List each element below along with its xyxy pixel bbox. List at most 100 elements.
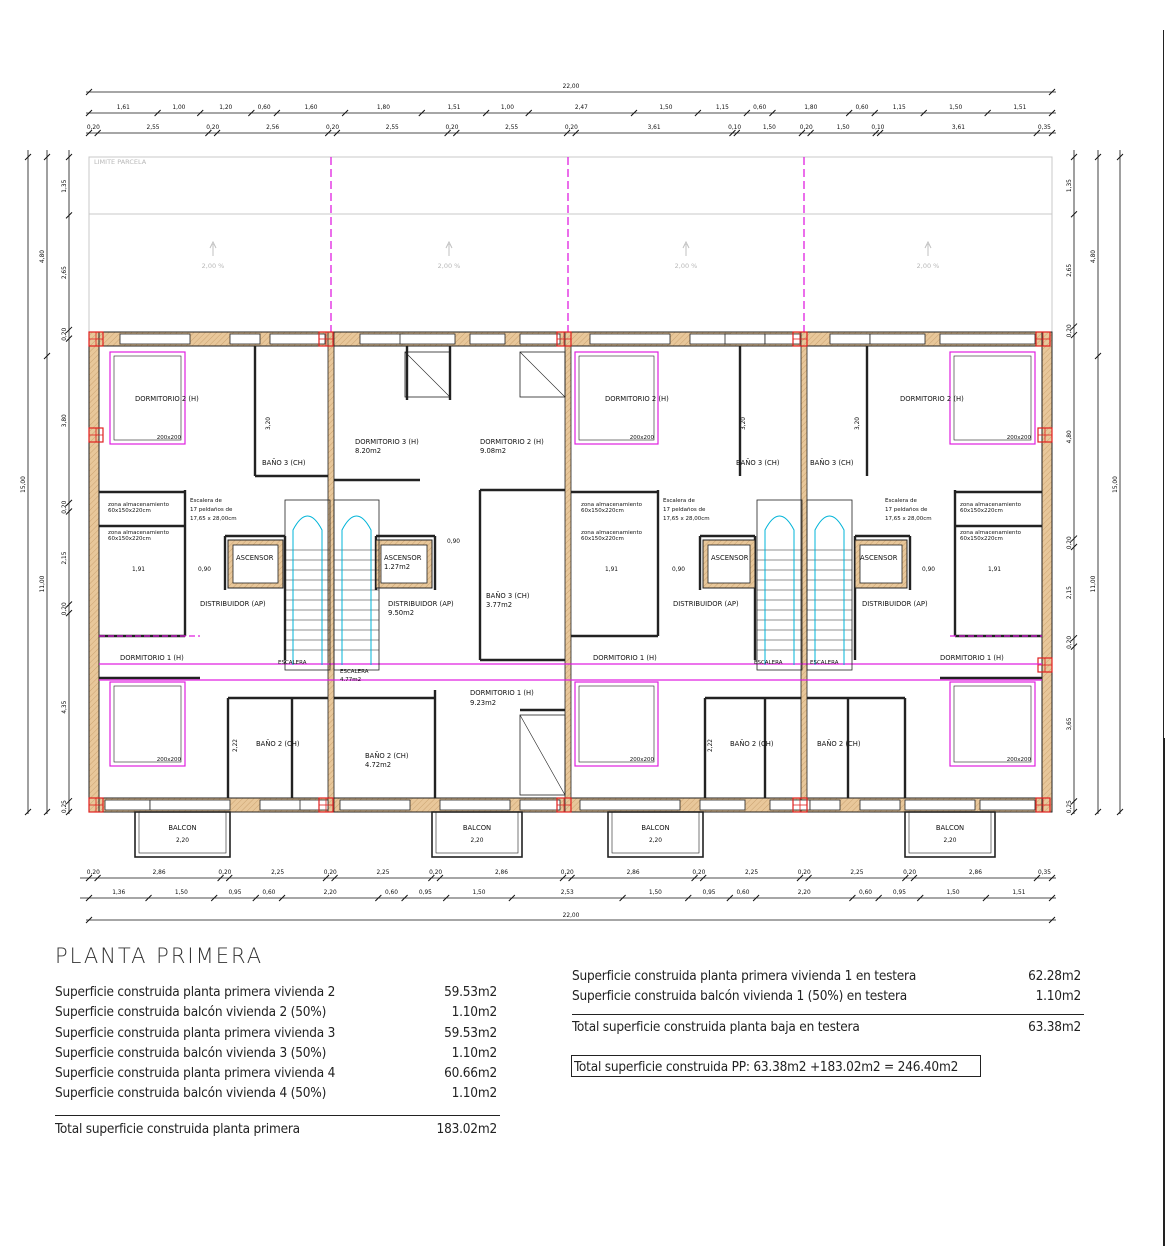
- dim-tick: [247, 109, 255, 117]
- dim-tick: [1070, 798, 1078, 805]
- legend-right-total: Total superficie construida planta baja …: [572, 1017, 1081, 1037]
- bottom-dim-label: 0,20: [87, 868, 100, 876]
- dim-tick: [916, 894, 924, 902]
- left-dim-label: 11,00: [38, 575, 46, 592]
- dim-tick: [452, 129, 460, 137]
- label-dormitorio3-u2-area: 8.20m2: [355, 447, 381, 455]
- balcony: [134, 811, 231, 858]
- row-label: Superficie construida balcón vivienda 1 …: [572, 988, 908, 1005]
- top-dim-label: 1,80: [804, 103, 817, 111]
- balcony-inner: [138, 811, 227, 854]
- top-dim-label: 0,10: [728, 123, 741, 131]
- bottom-dim-label: 2,53: [561, 888, 574, 896]
- label-escalera-u1: ESCALERA: [278, 660, 307, 666]
- bed: [949, 681, 1036, 767]
- right-dim-label: 15,00: [1111, 476, 1119, 493]
- stair-flight: [806, 499, 853, 671]
- dim-090-u2: 0,90: [447, 537, 460, 545]
- dim-tick: [920, 109, 928, 117]
- label-dormitorio1-u2-area: 9.23m2: [470, 699, 496, 707]
- label-dormitorio2-u2-area: 9.08m2: [480, 447, 506, 455]
- right-dim-label: 2,15: [1065, 586, 1073, 599]
- facade-windows: [88, 331, 1053, 813]
- sheet-frame-line-thick: [1163, 738, 1165, 1246]
- label-dormitorio2-u3: DORMITORIO 2 (H): [605, 395, 669, 403]
- label-dormitorio3-u2: DORMITORIO 3 (H): [355, 438, 419, 446]
- dim-tick: [43, 153, 51, 161]
- dim-tick: [872, 129, 880, 137]
- top-dim-label: 0,60: [258, 103, 271, 111]
- dim-tick: [807, 129, 814, 137]
- window: [869, 333, 926, 345]
- stair-note-u1-l1: Escalera de: [190, 498, 223, 504]
- bottom-dimension-ticks: [85, 874, 1056, 902]
- bed-fold: [404, 351, 451, 398]
- left-dim-label: 0,25: [60, 800, 68, 813]
- magenta-section-lines: [99, 663, 1042, 681]
- top-dim-label: 1,51: [447, 103, 460, 111]
- window: [809, 799, 841, 811]
- total-value: 183.02m2: [436, 1121, 498, 1137]
- dim-tick: [559, 874, 567, 882]
- left-dim-label: 2,15: [60, 551, 68, 564]
- balcony: [904, 811, 996, 858]
- label-bano2-u2-area: 4.72m2: [365, 761, 391, 769]
- bottom-dim-label: 0,95: [228, 888, 241, 896]
- total-label: Total superficie construida planta prime…: [55, 1121, 300, 1137]
- bed: [949, 351, 1036, 445]
- legend-right-rule: [572, 1014, 1084, 1015]
- dim-tick: [798, 129, 806, 137]
- left-dim-label: 0,20: [60, 602, 68, 615]
- stair-note-u4-l1: Escalera de: [885, 498, 918, 504]
- dim-090-u3: 0,90: [672, 565, 685, 573]
- dim-tick: [428, 874, 435, 882]
- dim-tick: [374, 894, 382, 902]
- dim-tick: [1116, 153, 1124, 161]
- label-ascensor-u2: ASCENSOR: [384, 554, 422, 562]
- dim-tick: [982, 894, 990, 902]
- dim-tick: [1048, 109, 1056, 117]
- dim-tick: [65, 153, 73, 161]
- legend-left-row: Superficie construida balcón vivienda 4 …: [55, 1083, 497, 1103]
- dim-090-u4: 0,90: [922, 565, 935, 573]
- dim-tick: [444, 129, 451, 137]
- right-dim-label: 2,65: [1065, 264, 1073, 277]
- dim-tick: [205, 129, 212, 137]
- label-bano3-u2: BAÑO 3 (CH): [486, 591, 530, 600]
- legend-left-row: Superficie construida planta primera viv…: [55, 1063, 497, 1083]
- dim-tick: [684, 894, 692, 902]
- label-dormitorio1-u4: DORMITORIO 1 (H): [940, 654, 1004, 662]
- dim-tick: [94, 874, 101, 882]
- top-dim-label: 0,20: [800, 123, 813, 131]
- top-dim-label: 0,20: [565, 123, 578, 131]
- balcony-label: BALCON: [463, 824, 491, 832]
- dim-tick: [726, 894, 734, 902]
- total-value: 63.38m2: [1028, 1019, 1081, 1035]
- bed-mattress: [578, 685, 655, 763]
- row-label: Superficie construida balcón vivienda 4 …: [55, 1085, 327, 1102]
- dim-tick: [24, 808, 32, 816]
- stair-note-u1-l2: 17 peldaños de: [190, 507, 233, 513]
- dim-tick: [43, 808, 51, 816]
- label-ascensor-u3: ASCENSOR: [711, 554, 749, 562]
- label-ascensor-u1: ASCENSOR: [236, 554, 274, 562]
- right-dim-label: 3,65: [1065, 717, 1073, 730]
- bed: [574, 681, 659, 767]
- top-dim-label: 0,10: [871, 123, 884, 131]
- legend-left: Superficie construida planta primera viv…: [55, 982, 497, 1104]
- dim-tick: [65, 499, 73, 507]
- bottom-dim-label: 0,20: [218, 868, 231, 876]
- closet-dim-u4b: 60x150x220cm: [960, 536, 1003, 542]
- bed-fold: [519, 351, 566, 398]
- dim-tick: [752, 894, 760, 902]
- right-dim-label: 1,35: [1065, 179, 1073, 192]
- row-value: 1.10m2: [451, 1085, 498, 1102]
- closet-dim-u1a: 60x150x220cm: [108, 508, 151, 514]
- balcony: [431, 811, 523, 858]
- total-width-top: 22,00: [563, 82, 580, 90]
- dim-090-u1: 0,90: [198, 565, 211, 573]
- bed: [574, 351, 659, 445]
- right-dim-label: 4,80: [1089, 250, 1097, 263]
